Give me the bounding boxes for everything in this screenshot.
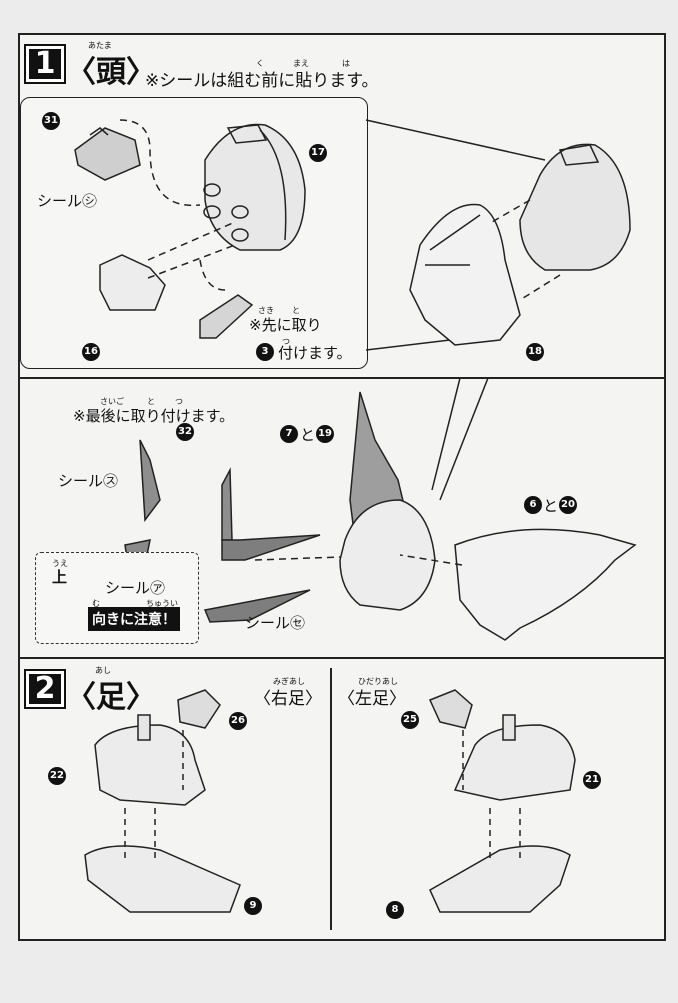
section-divider-1 — [18, 377, 666, 379]
lower-note: ※最後に取り付けます。 — [73, 407, 235, 425]
note-ruby-ha: は — [342, 59, 350, 68]
part-16: 16 — [82, 343, 100, 361]
step-2-number: 2 — [24, 669, 66, 709]
lower-ruby-tsu: つ — [175, 397, 183, 406]
inset-ruby-to: と — [292, 306, 300, 315]
orientation-warning: 向きに注意！ — [88, 607, 180, 631]
up-label: 上 — [52, 568, 68, 586]
part-20: 20 — [559, 496, 577, 514]
part-9: 9 — [244, 897, 262, 915]
feet-divider — [330, 668, 332, 930]
inset-ruby-tsu: つ — [282, 337, 290, 346]
part-18: 18 — [526, 343, 544, 361]
part-3: 3 — [256, 343, 274, 361]
part-26: 26 — [229, 712, 247, 730]
part-17: 17 — [309, 144, 327, 162]
up-ruby: うえ — [52, 559, 68, 568]
left-foot-label: 〈左足〉 — [338, 689, 406, 709]
right-foot-label: 〈右足〉 — [254, 689, 322, 709]
inset-note-line-2: 付けます。 — [278, 344, 352, 362]
pair-7-19-and: と — [300, 426, 316, 444]
part-6: 6 — [524, 496, 542, 514]
sticker-se-label: シール㋝ — [245, 614, 306, 632]
sticker-shi-label: シール㋛ — [37, 192, 98, 210]
inset-ruby-saki: さき — [258, 306, 274, 315]
left-foot-ruby: ひだりあし — [358, 677, 398, 686]
section-divider-2 — [18, 657, 666, 659]
note-ruby-mae: まえ — [293, 59, 309, 68]
note-ruby-ku: く — [256, 59, 264, 68]
step-1-number: 1 — [24, 44, 66, 84]
warning-ruby-chuui: ちゅうい — [146, 599, 178, 608]
lower-ruby-to: と — [147, 397, 155, 406]
part-32: 32 — [176, 423, 194, 441]
step-1-title: 〈頭〉 — [66, 55, 156, 90]
part-7: 7 — [280, 425, 298, 443]
part-19: 19 — [316, 425, 334, 443]
sticker-su-label: シール㋜ — [58, 472, 119, 490]
warning-ruby-mu: む — [92, 599, 100, 608]
step-1-note: ※シールは組む前に貼ります。 — [145, 71, 379, 91]
sticker-a-label: シール㋐ — [105, 579, 166, 597]
part-31: 31 — [42, 112, 60, 130]
part-21: 21 — [583, 771, 601, 789]
lower-ruby-saigo: さいご — [100, 397, 124, 406]
pair-6-20-and: と — [543, 497, 559, 515]
step-2-title: 〈足〉 — [66, 680, 156, 715]
part-25: 25 — [401, 711, 419, 729]
right-foot-ruby: みぎあし — [273, 677, 305, 686]
part-8: 8 — [386, 901, 404, 919]
step-1-title-ruby: あたま — [88, 41, 112, 50]
head-inner-assembly-inset — [20, 97, 368, 369]
inset-note-line-1: ※先に取り — [249, 316, 322, 334]
step-2-title-ruby: あし — [95, 666, 111, 675]
part-22: 22 — [48, 767, 66, 785]
